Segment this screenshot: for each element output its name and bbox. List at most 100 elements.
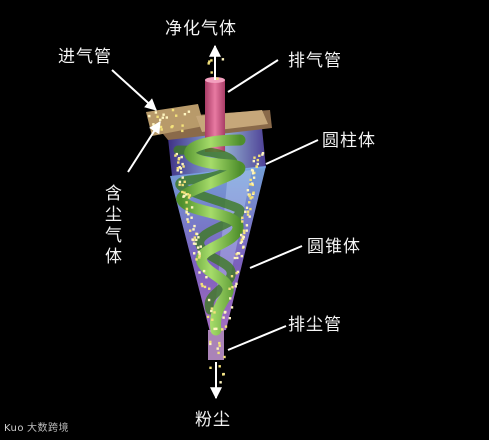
dust-particle [242, 229, 246, 232]
dust-particle [210, 71, 213, 74]
dust-particle [261, 153, 264, 156]
dust-particle [193, 224, 196, 228]
dust-particle [256, 158, 259, 162]
dust-particle [191, 238, 194, 241]
dust-particle [181, 129, 184, 133]
label-cylinder: 圆柱体 [322, 131, 376, 151]
dust-particle [198, 252, 201, 255]
dust-particle [210, 309, 213, 313]
dust-particle [198, 254, 201, 257]
dusty-gas-arrow [127, 120, 161, 173]
dust-particle [199, 245, 202, 248]
dust-particle [195, 258, 198, 261]
dust-particle [177, 158, 180, 161]
label-cone: 圆锥体 [307, 237, 361, 257]
dust-particle [241, 216, 244, 219]
dust-particle [203, 285, 207, 289]
dust-particle [160, 128, 163, 131]
dust-particle [218, 365, 221, 368]
dust-particle [245, 229, 248, 232]
dust-particle [241, 220, 244, 223]
dust-particle [162, 113, 165, 116]
dust-particle [186, 218, 189, 221]
dust-particle [193, 252, 196, 255]
dust-particle [233, 256, 237, 260]
dust-particle [181, 183, 184, 187]
dust-particle [187, 213, 190, 216]
dust-particle [192, 242, 196, 245]
dust-particle [159, 118, 162, 122]
dust-particle [209, 340, 212, 344]
dust-particle [187, 110, 191, 113]
dust-particle [234, 285, 237, 288]
dust-particle [194, 242, 197, 245]
dust-particle [201, 284, 204, 288]
dust-particle [235, 253, 238, 256]
dust-particle [216, 347, 219, 350]
dust-particle [251, 183, 254, 187]
dust-particle [249, 197, 252, 200]
dust-particle [241, 237, 245, 240]
dust-particle [211, 318, 214, 321]
dust-particle [242, 235, 245, 239]
dust-particle [248, 215, 251, 218]
dust-particle [154, 111, 158, 114]
dust-particle [171, 108, 175, 112]
dust-particle [189, 229, 192, 232]
dust-particle [246, 210, 250, 213]
dust-particle [215, 327, 218, 330]
dust-particle [218, 344, 221, 347]
dust-particle [152, 123, 155, 126]
inlet-arrow [111, 69, 157, 111]
dust-particle [186, 193, 190, 196]
dust-particle [180, 155, 183, 159]
dust-particle [224, 325, 228, 328]
dust-particle [251, 169, 255, 172]
dust-particle [240, 254, 243, 258]
dust-particle [213, 311, 216, 314]
dust-particle [222, 373, 225, 376]
outlet-pointer [227, 59, 279, 93]
dust-outlet-pointer [227, 325, 287, 351]
dust-particle [190, 216, 193, 219]
dust-particle [235, 282, 238, 285]
watermark-text: 大数跨境 [27, 423, 70, 434]
dust-particle [183, 180, 186, 183]
dust-particle [245, 224, 249, 227]
dust-particle [245, 206, 249, 209]
dust-particle [178, 183, 181, 186]
dust-particle [247, 193, 250, 196]
dust-particle [244, 210, 247, 213]
dust-particle [210, 59, 213, 62]
dust-particle [198, 271, 201, 274]
gas-spiral [173, 134, 246, 336]
dust-particle [182, 195, 185, 198]
dust-particle [181, 162, 184, 166]
dust-particle [229, 297, 232, 300]
dust-particle [221, 58, 225, 61]
dust-particle [248, 194, 251, 198]
dust-particle [185, 210, 188, 213]
dust-particle [240, 238, 243, 241]
dust-particle [180, 171, 183, 174]
spiral-front [176, 134, 246, 336]
dust-particle [178, 180, 182, 184]
dust-particle [230, 275, 234, 278]
dust-particle [187, 220, 190, 224]
dust-particle [185, 207, 189, 211]
label-dust: 粉尘 [195, 410, 231, 430]
dust-particle [256, 162, 259, 166]
dust-particle [236, 270, 240, 274]
dust-particle [231, 286, 234, 289]
dust-particle [249, 178, 252, 182]
dust-particle [196, 246, 200, 249]
dust-particle [159, 125, 163, 129]
dust-particle [209, 342, 212, 346]
dust-particle [240, 240, 243, 243]
dust-particle [248, 201, 251, 204]
dust-particle [252, 191, 255, 194]
dust-particle [165, 116, 168, 119]
dust-outlet-tube [208, 330, 224, 360]
